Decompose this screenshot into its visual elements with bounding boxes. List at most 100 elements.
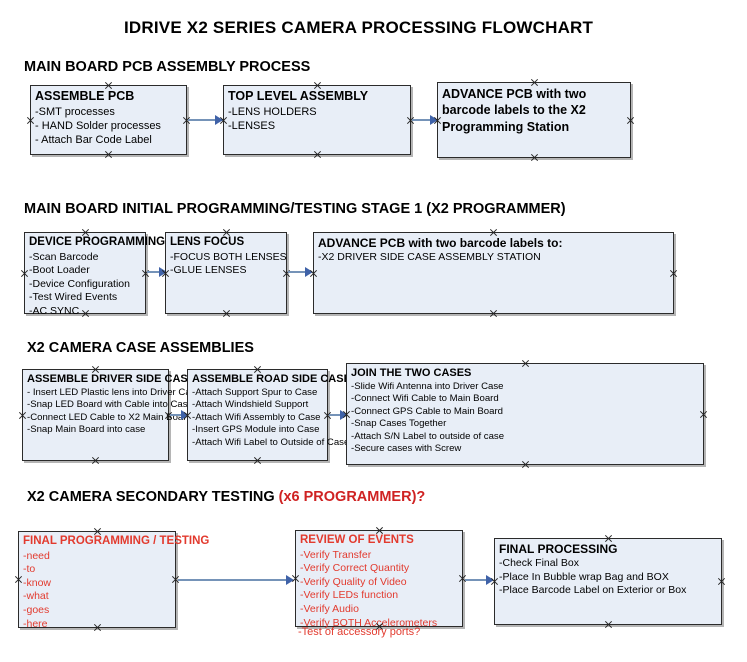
connection-handle-left — [18, 411, 27, 420]
node-line: -Verify Transfer — [300, 548, 372, 561]
node-line: -Attach Wifi Assembly to Case — [192, 411, 321, 423]
node-line: -Attach S/N Label to outside of case — [351, 430, 505, 442]
connection-handle-bottom — [489, 309, 498, 318]
node-line: -Scan Barcode — [29, 250, 99, 263]
node-line: -FOCUS BOTH LENSES — [170, 250, 287, 263]
node-line: -need — [23, 549, 50, 562]
connection-handle-right — [717, 577, 726, 586]
connection-handle-bottom — [521, 460, 530, 469]
connection-handle-right — [282, 269, 291, 278]
connection-handle-bottom — [91, 456, 100, 465]
node-line: -LENSES — [228, 120, 276, 133]
node-line: -Verify Quality of Video — [300, 575, 407, 588]
node-line: -Connect LED Cable to X2 Main Board — [27, 411, 192, 423]
connection-handle-bottom — [530, 153, 539, 162]
node-final-processing[interactable]: FINAL PROCESSING -Check Final Box -Place… — [494, 538, 722, 625]
node-header: ADVANCE PCB with two barcode labels to: — [318, 236, 563, 250]
arrowhead — [181, 410, 189, 420]
node-line: -LENS HOLDERS — [228, 105, 317, 118]
node-line: -X2 DRIVER SIDE CASE ASSEMBLY STATION — [318, 251, 541, 264]
node-header: FINAL PROGRAMMING / TESTING — [23, 535, 210, 547]
connector-final-programming-to-review-of-events — [178, 579, 292, 581]
node-line: -Verify Audio — [300, 603, 359, 616]
connection-handle-left — [26, 116, 35, 125]
node-line: -here — [23, 617, 48, 630]
node-line: -Snap Cases Together — [351, 418, 447, 430]
page-title: IDRIVE X2 SERIES CAMERA PROCESSING FLOWC… — [124, 18, 594, 37]
node-advance-pcb-to-x2-programming-station[interactable]: ADVANCE PCB with two barcode labels to t… — [437, 82, 631, 158]
node-line: -Secure cases with Screw — [351, 443, 462, 455]
node-line: -Attach Windshield Support — [192, 399, 309, 411]
node-header: TOP LEVEL ASSEMBLY — [228, 89, 369, 103]
connection-handle-right — [626, 116, 635, 125]
connection-handle-left — [14, 575, 23, 584]
connection-handle-right — [141, 269, 150, 278]
node-line: -Insert GPS Module into Case — [192, 424, 320, 436]
node-assemble-pcb[interactable]: ASSEMBLE PCB -SMT processes - HAND Solde… — [30, 85, 187, 155]
section-heading-x2-camera-secondary-testing: X2 CAMERA SECONDARY TESTING (x6 PROGRAMM… — [27, 489, 425, 505]
node-assemble-driver-side-case[interactable]: ASSEMBLE DRIVER SIDE CASE - Insert LED P… — [22, 369, 201, 461]
node-line: -SMT processes — [35, 105, 115, 118]
node-header: REVIEW OF EVENTS — [300, 534, 414, 546]
node-line: - HAND Solder processes — [35, 120, 161, 133]
section-heading-text: MAIN BOARD PCB ASSEMBLY PROCESS — [24, 59, 311, 75]
arrowhead — [215, 115, 223, 125]
node-line: -know — [23, 576, 52, 589]
node-line: -Check Final Box — [499, 557, 579, 570]
node-review-of-events[interactable]: REVIEW OF EVENTS -Verify Transfer -Verif… — [295, 530, 463, 629]
connector-road-side-to-join-cases — [329, 414, 345, 416]
node-assemble-road-side-case[interactable]: ASSEMBLE ROAD SIDE CASE -Attach Support … — [187, 369, 351, 461]
node-header: DEVICE PROGRAMMING — [29, 236, 166, 248]
section-heading-text: MAIN BOARD INITIAL PROGRAMMING/TESTING S… — [24, 201, 566, 217]
arrowhead — [430, 115, 438, 125]
node-line: -Snap Main Board into case — [27, 424, 146, 436]
node-header: LENS FOCUS — [170, 236, 245, 248]
connector-lens-focus-to-advance-pcb — [288, 271, 312, 273]
connection-handle-bottom — [104, 150, 113, 159]
connector-review-of-events-to-final-processing — [465, 579, 493, 581]
section-heading-text: X2 CAMERA CASE ASSEMBLIES — [27, 340, 254, 356]
node-device-programming[interactable]: DEVICE PROGRAMMING -Scan Barcode -Boot L… — [24, 232, 166, 317]
node-join-the-two-cases[interactable]: JOIN THE TWO CASES -Slide Wifi Antenna i… — [346, 363, 704, 465]
connection-handle-bottom — [253, 456, 262, 465]
node-lens-focus[interactable]: LENS FOCUS -FOCUS BOTH LENSES -GLUE LENS… — [165, 232, 287, 314]
node-line: -Verify Correct Quantity — [300, 562, 410, 575]
section-heading-text: X2 CAMERA SECONDARY TESTING — [27, 489, 279, 505]
node-line: -GLUE LENSES — [170, 264, 247, 277]
node-advance-pcb-to-driver-side-case-assembly-station[interactable]: ADVANCE PCB with two barcode labels to: … — [313, 232, 674, 314]
node-header: ASSEMBLE PCB — [35, 89, 135, 103]
arrowhead — [340, 410, 348, 420]
node-overflow-line-review-of-events: -Test of accessory ports? — [298, 626, 421, 638]
node-header: JOIN THE TWO CASES — [351, 367, 472, 379]
connector-assemble-pcb-to-top-level-assembly — [188, 119, 224, 121]
arrowhead — [159, 267, 167, 277]
node-line: - Attach Bar Code Label — [35, 134, 152, 147]
connection-handle-bottom — [604, 620, 613, 629]
section-heading-x2-camera-case-assemblies: X2 CAMERA CASE ASSEMBLIES — [27, 340, 254, 356]
node-line: -Verify BOTH Accelerometers — [300, 616, 438, 629]
node-line: -Connect Wifi Cable to Main Board — [351, 393, 499, 405]
node-line: -Place In Bubble wrap Bag and BOX — [499, 570, 669, 583]
connector-driver-side-to-road-side — [170, 414, 186, 416]
connection-handle-right — [669, 269, 678, 278]
arrowhead — [286, 575, 294, 585]
connection-handle-left — [20, 269, 29, 278]
node-line: -Boot Loader — [29, 264, 90, 277]
node-top-level-assembly[interactable]: TOP LEVEL ASSEMBLY -LENS HOLDERS -LENSES — [223, 85, 411, 155]
node-line: -Verify LEDs function — [300, 589, 399, 602]
node-line: -Test Wired Events — [29, 291, 118, 304]
arrowhead — [486, 575, 494, 585]
node-line: -AC SYNC — [29, 305, 80, 318]
connector-top-level-assembly-to-advance-pcb — [412, 119, 440, 121]
node-line: -Snap LED Board with Cable into Case — [27, 399, 193, 411]
node-header: ASSEMBLE DRIVER SIDE CASE — [27, 373, 196, 385]
connection-handle-right — [699, 410, 708, 419]
section-heading-main-board-initial-programming-testing-stage-1: MAIN BOARD INITIAL PROGRAMMING/TESTING S… — [24, 201, 566, 217]
section-heading-accent: (x6 PROGRAMMER)? — [278, 489, 426, 505]
node-line: -goes — [23, 604, 50, 617]
connector-device-programming-to-lens-focus — [147, 271, 165, 273]
node-final-programming-testing[interactable]: FINAL PROGRAMMING / TESTING -need -to -k… — [18, 531, 210, 630]
node-header: ADVANCE PCB with two barcode labels to t… — [442, 87, 587, 134]
section-heading-main-board-pcb-assembly-process: MAIN BOARD PCB ASSEMBLY PROCESS — [24, 59, 310, 75]
